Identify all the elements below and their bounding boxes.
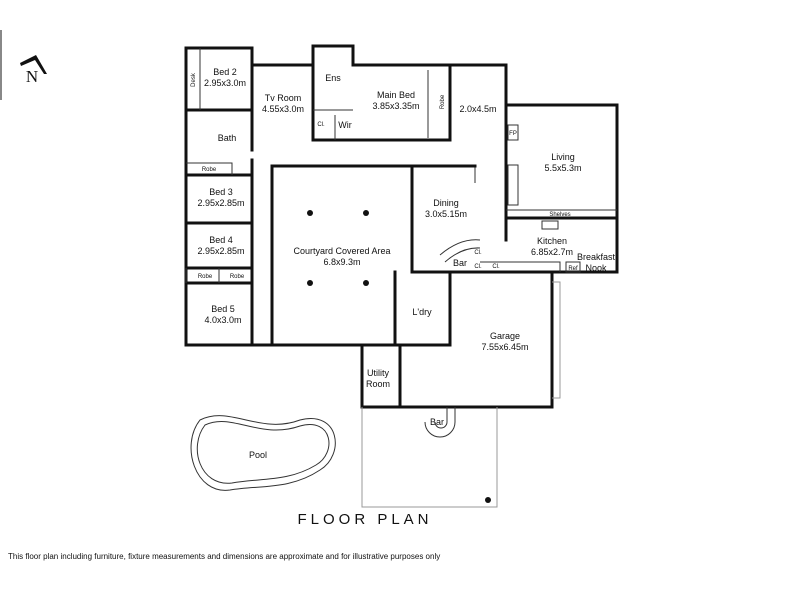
fireplace-label: FP [509,131,517,137]
disclaimer: This floor plan including furniture, fix… [8,552,441,561]
plan-title: FLOOR PLAN [297,511,433,528]
desk-label: Desk [191,72,197,87]
bed2-size: 2.95x3.0m [204,78,246,88]
courtyard-name: Courtyard Covered Area [293,246,390,256]
robe-label: Robe [198,274,213,280]
closet-label: Cl. [474,264,482,270]
fridge-label: Ref [568,266,578,272]
robe-label: Robe [230,274,245,280]
walls [184,44,619,508]
closet-label: Cl. [317,122,325,128]
garage-name: Garage [490,331,520,341]
kitchen-name: Kitchen [537,236,567,246]
laundry-label: L'dry [412,307,432,317]
bed4-name: Bed 4 [209,235,233,245]
svg-text:N: N [26,67,38,86]
north-arrow-icon: N [20,55,47,86]
bed5-name: Bed 5 [211,304,235,314]
tv-room-name: Tv Room [265,93,302,103]
bed4-size: 2.95x2.85m [197,246,244,256]
utility-room-line2: Room [366,379,390,389]
outdoor-bar-label: Bar [430,417,444,427]
room-labels: Bed 2 2.95x3.0m Desk Tv Room 4.55x3.0m E… [191,67,616,460]
bath-label: Bath [218,133,237,143]
closet-label: Cl. [474,250,482,256]
main-bed-size: 3.85x3.35m [372,101,419,111]
courtyard-size: 6.8x9.3m [323,257,360,267]
dining-size: 3.0x5.15m [425,209,467,219]
dining-name: Dining [433,198,459,208]
bar-label: Bar [453,258,467,268]
kitchen-size: 6.85x2.7m [531,247,573,257]
main-bed-name: Main Bed [377,90,415,100]
breakfast-nook-line1: Breakfast [577,252,616,262]
living-name: Living [551,152,575,162]
utility-room-line1: Utility [367,368,389,378]
bed5-size: 4.0x3.0m [204,315,241,325]
pool-label: Pool [249,450,267,460]
shelves-label: Shelves [549,212,570,218]
tv-room-size: 4.55x3.0m [262,104,304,114]
breakfast-nook-line2: Nook [585,263,607,273]
wir-label: Wir [338,120,352,130]
closet-label: Cl. [492,264,500,270]
robe-label: Robe [202,167,217,173]
robe-label: Robe [440,94,446,109]
bed3-name: Bed 3 [209,187,233,197]
hall-size: 2.0x4.5m [459,104,496,114]
garage-size: 7.55x6.45m [481,342,528,352]
bed2-name: Bed 2 [213,67,237,77]
page-edge-line [0,30,2,100]
living-size: 5.5x5.3m [544,163,581,173]
bed3-size: 2.95x2.85m [197,198,244,208]
ens-label: Ens [325,73,341,83]
